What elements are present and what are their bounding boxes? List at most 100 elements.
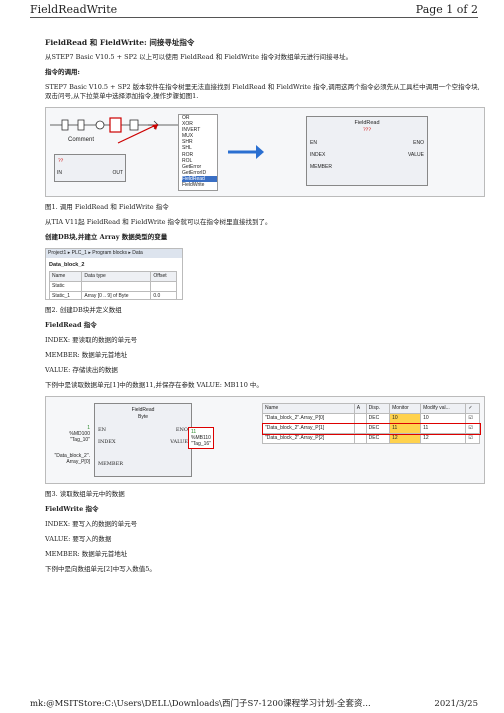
modify-checkbox[interactable]: ☑ <box>465 423 480 434</box>
column-header: Name <box>262 403 355 414</box>
footer-path: mk:@MSITStore:C:\Users\DELL\Downloads\西门… <box>30 699 371 709</box>
cell: Static_1 <box>48 291 83 299</box>
intro-paragraph: 从STEP7 Basic V10.5 + SP2 以上可以使用 FieldRea… <box>45 53 353 61</box>
instruction-option[interactable]: GetError <box>182 163 202 170</box>
header-page-number: Page 1 of 2 <box>415 3 478 16</box>
header-title: FieldReadWrite <box>30 3 118 16</box>
value-tag: "Tag_16" <box>191 441 211 447</box>
figure-2-caption: 图2. 创建DB块并定义数组 <box>45 306 122 314</box>
write-example-text: 下例中是向数组单元[2]中写入数值5。 <box>45 565 156 573</box>
read-index-text: INDEX: 要读取的数据的单元号 <box>45 336 138 344</box>
cell: DEC <box>365 433 391 444</box>
member-array: Array_P[0] <box>66 459 90 465</box>
out-pin-label: OUT <box>112 170 123 176</box>
instruction-option[interactable]: SHR <box>182 139 193 146</box>
instruction-option[interactable]: INVERT <box>182 127 201 134</box>
instruction-option[interactable]: FieldWrite <box>182 182 205 189</box>
instruction-option[interactable]: OR <box>182 115 190 121</box>
block-type: ??? <box>362 127 372 133</box>
instruction-option[interactable]: GetErrorID <box>182 169 207 176</box>
tia-paragraph: 从TIA V11起 FieldRead 和 FieldWrite 指令就可以在指… <box>45 218 272 226</box>
en-pin: EN <box>98 427 107 433</box>
value-operand: 11 %MB110 "Tag_16" <box>188 427 214 449</box>
eno-pin: ENO <box>413 140 424 146</box>
instruction-option[interactable]: XOR <box>182 121 193 128</box>
block-title: FieldRead <box>131 407 155 413</box>
db-name: Data_block_2 <box>49 262 85 268</box>
cell: "Data_block_2".Array_P[0] <box>262 413 355 424</box>
value-pin: VALUE <box>407 152 424 158</box>
member-address: "Data_block_2". <box>54 453 90 459</box>
member-pin: MEMBER <box>310 164 332 170</box>
table-row[interactable]: Static_1 Array [0 .. 9] of Byte 0.0 <box>48 291 177 299</box>
column-header: Monitor <box>389 403 422 414</box>
member-pin: MEMBER <box>98 461 123 467</box>
cell <box>353 413 367 424</box>
doc-title: FieldRead 和 FieldWrite: 间接寻址指令 <box>45 38 195 47</box>
in-pin-label: IN <box>57 170 62 176</box>
column-header: A <box>353 403 367 414</box>
instruction-option[interactable]: MUX <box>182 133 194 140</box>
cell <box>353 423 367 434</box>
column-header: Disp. <box>365 403 391 414</box>
cell: 12 <box>420 433 467 444</box>
figure-2: Project1 ▸ PLC_1 ▸ Program blocks ▸ Data… <box>45 248 183 300</box>
cell: DEC <box>365 413 391 424</box>
index-tag: "Tag_10" <box>70 437 90 443</box>
instruction-option[interactable]: SHL <box>182 145 192 152</box>
cell: Static <box>48 281 83 292</box>
write-member-text: MEMBER: 数据单元首地址 <box>45 550 128 558</box>
comment-label: Comment <box>68 137 95 143</box>
empty-box[interactable]: ?? IN OUT <box>54 154 126 182</box>
column-header: Name <box>48 271 83 282</box>
write-index-text: INDEX: 要写入的数据的单元号 <box>45 520 138 528</box>
cell: DEC <box>365 423 391 434</box>
table-row[interactable]: "Data_block_2".Array_P[2] DEC 12 12 ☑ <box>262 433 480 444</box>
cell: 11 <box>389 423 422 434</box>
cell: 10 <box>389 413 422 424</box>
section-db-heading: 创建DB块,并建立 Array 数据类型的变量 <box>45 233 168 241</box>
index-operand: 1 %MD100 "Tag_10" <box>52 425 90 443</box>
cell: "Data_block_2".Array_P[2] <box>262 433 355 444</box>
instruction-option-selected[interactable]: FieldRead <box>182 175 217 183</box>
value-pin: VALUE <box>170 439 188 445</box>
cell <box>81 281 152 292</box>
instruction-option[interactable]: ROL <box>182 157 193 164</box>
watch-table: Name A Disp. Monitor Modify val... ✓ "Da… <box>261 403 481 444</box>
footer-date: 2021/3/25 <box>434 699 478 709</box>
modify-checkbox[interactable]: ☑ <box>465 433 480 444</box>
column-header: Data type <box>81 271 152 282</box>
value-address: %MB110 <box>191 435 211 441</box>
value-value: 11 <box>191 429 197 435</box>
breadcrumb-item[interactable]: Program blocks <box>92 250 127 256</box>
breadcrumb-item[interactable]: Project1 <box>48 250 67 256</box>
breadcrumb-item[interactable]: Data <box>132 250 143 256</box>
table-row[interactable]: "Data_block_2".Array_P[1] DEC 11 11 ☑ <box>261 422 481 435</box>
instruction-dropdown-list[interactable]: OR XOR INVERT MUX SHR SHL ROR ROL GetErr… <box>178 114 218 191</box>
cell: 10 <box>420 413 467 424</box>
breadcrumb: Project1 ▸ PLC_1 ▸ Program blocks ▸ Data <box>46 249 182 258</box>
table-row[interactable]: "Data_block_2".Array_P[0] DEC 10 10 ☑ <box>262 413 480 424</box>
checkbox-column-header: ✓ <box>465 403 480 414</box>
document-body: FieldRead 和 FieldWrite: 间接寻址指令 从STEP7 Ba… <box>45 38 485 580</box>
cell: 0.0 <box>150 291 177 299</box>
write-value-text: VALUE: 要写入的数据 <box>45 535 112 543</box>
modify-checkbox[interactable]: ☑ <box>465 413 480 424</box>
eno-pin: ENO <box>175 427 188 433</box>
figure-3: FieldRead Byte EN INDEX MEMBER ENO VALUE… <box>45 396 485 484</box>
instruction-option[interactable]: ROR <box>182 151 194 158</box>
column-header: Modify val... <box>420 403 467 414</box>
cell: 11 <box>420 423 467 434</box>
fieldread-block[interactable]: FieldRead Byte EN INDEX MEMBER ENO VALUE <box>94 403 192 477</box>
index-address: %MD100 <box>69 431 90 437</box>
table-row[interactable]: Static <box>48 281 177 292</box>
column-header: Offset <box>150 271 177 282</box>
figure-1: Comment ?? IN OUT OR XOR INVERT MUX SHR … <box>45 107 485 197</box>
en-pin: EN <box>310 140 317 146</box>
cell <box>353 433 367 444</box>
call-paragraph: STEP7 Basic V10.5 + SP2 版本软件在指令树里无法直接找到 … <box>45 83 480 100</box>
fieldread-block[interactable]: FieldRead ??? EN INDEX MEMBER ENO VALUE <box>306 116 428 186</box>
read-example-text: 下例中是读取数据单元[1]中的数据11,并保存在参数 VALUE: MB110 … <box>45 381 263 389</box>
breadcrumb-item[interactable]: PLC_1 <box>71 250 87 256</box>
section-call-heading: 指令的调用: <box>45 68 80 76</box>
